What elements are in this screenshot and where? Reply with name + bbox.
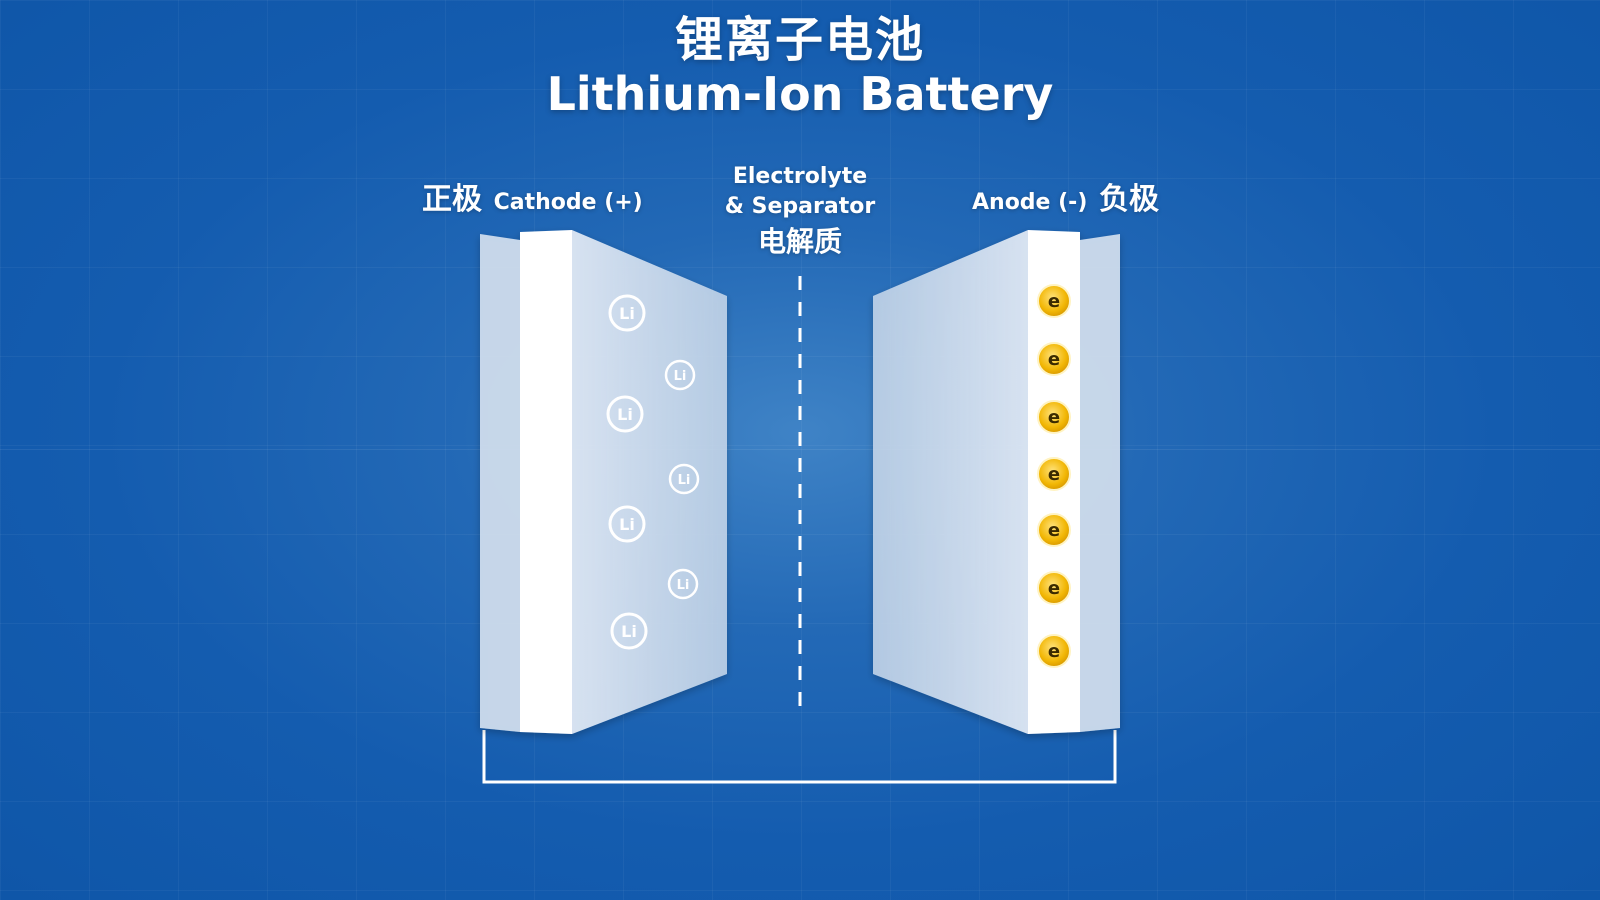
electron-label: e bbox=[1048, 578, 1060, 599]
lithium-ion-icon: Li bbox=[667, 568, 699, 600]
cathode-label: 正极 Cathode (+) bbox=[422, 174, 649, 218]
ion-label: Li bbox=[619, 515, 635, 534]
lithium-ion-icon: Li bbox=[608, 505, 646, 543]
electron-icon: e bbox=[1037, 400, 1071, 434]
electrons: e e e e e e e bbox=[1037, 284, 1071, 668]
ion-label: Li bbox=[674, 369, 687, 384]
anode-label-en: Anode (-) bbox=[972, 190, 1088, 215]
lithium-ion-icon: Li bbox=[610, 612, 648, 650]
lithium-ion-icon: Li bbox=[668, 463, 700, 495]
electron-icon: e bbox=[1037, 284, 1071, 318]
cathode-label-cn: 正极 bbox=[422, 182, 482, 217]
ion-label: Li bbox=[678, 473, 691, 488]
electron-icon: e bbox=[1037, 457, 1071, 491]
electron-label: e bbox=[1048, 291, 1060, 312]
lithium-ion-icon: Li bbox=[608, 294, 646, 332]
electron-icon: e bbox=[1037, 634, 1071, 668]
electrolyte-label-line1: Electrolyte bbox=[732, 164, 868, 189]
cathode-label-en: Cathode (+) bbox=[493, 190, 643, 215]
cathode-current-collector bbox=[520, 230, 572, 734]
electron-label: e bbox=[1048, 520, 1060, 541]
electron-icon: e bbox=[1037, 342, 1071, 376]
lithium-ion-icon: Li bbox=[606, 395, 644, 433]
grid-center-line bbox=[0, 449, 1600, 450]
cathode-back-plate bbox=[480, 234, 520, 732]
anode-active-layer bbox=[873, 230, 1028, 734]
anode-electrode bbox=[873, 230, 1120, 734]
electron-label: e bbox=[1048, 349, 1060, 370]
electrolyte-label-cn: 电解质 bbox=[757, 225, 842, 258]
electron-icon: e bbox=[1037, 513, 1071, 547]
ion-label: Li bbox=[617, 405, 633, 424]
electron-icon: e bbox=[1037, 571, 1071, 605]
title-english: Lithium-Ion Battery bbox=[546, 67, 1054, 121]
electron-label: e bbox=[1048, 407, 1060, 428]
lithium-ion-icon: Li bbox=[664, 359, 696, 391]
ion-label: Li bbox=[621, 622, 637, 641]
anode-label: Anode (-) 负极 bbox=[966, 174, 1159, 218]
lithium-ions: Li Li Li Li Li Li Li bbox=[606, 294, 700, 650]
ion-label: Li bbox=[619, 304, 635, 323]
electron-label: e bbox=[1048, 641, 1060, 662]
electrolyte-label: Electrolyte & Separator 电解质 bbox=[700, 162, 900, 262]
cathode-active-layer bbox=[572, 230, 727, 734]
anode-back-plate bbox=[1080, 234, 1120, 732]
electrolyte-label-line2: & Separator bbox=[724, 194, 876, 219]
ion-label: Li bbox=[677, 578, 690, 593]
electron-label: e bbox=[1048, 464, 1060, 485]
anode-label-cn: 负极 bbox=[1098, 182, 1159, 217]
title-chinese: 锂离子电池 bbox=[674, 12, 925, 68]
cathode-electrode bbox=[480, 230, 727, 734]
external-circuit-wire bbox=[482, 730, 1117, 784]
